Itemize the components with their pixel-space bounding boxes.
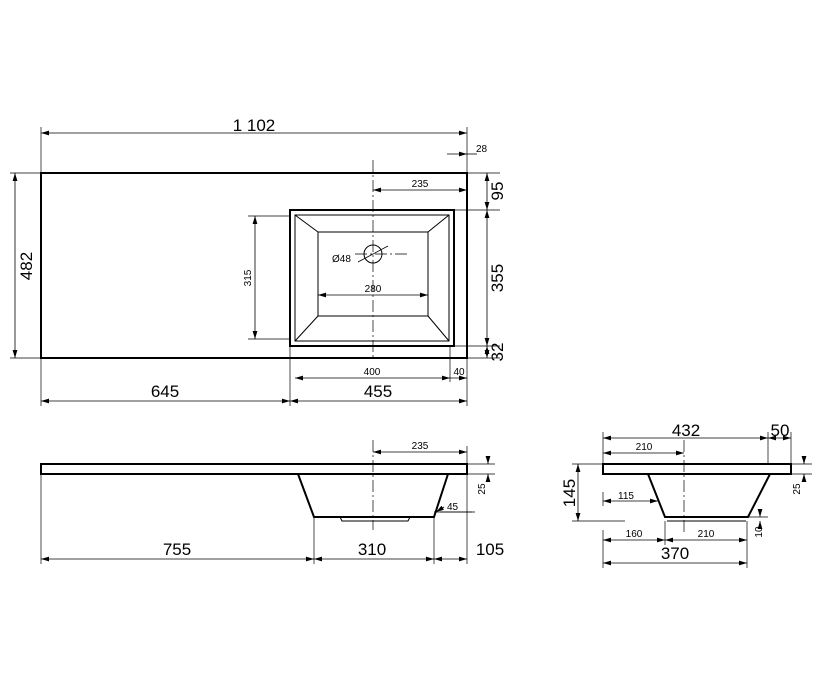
dim-front-hole-offset: 235	[412, 441, 429, 452]
countertop-outline	[40, 172, 468, 359]
bowl-outer-outline	[289, 209, 455, 347]
dim-side-depth: 432	[672, 421, 700, 440]
front-view: 235 25 45 755 310 105	[40, 440, 504, 564]
dim-side-bottom-width: 210	[698, 529, 715, 540]
dim-hole-offset: 235	[412, 179, 429, 190]
dim-side-overall-bottom: 370	[661, 544, 689, 563]
dim-inner-bowl-depth: 315	[243, 269, 254, 286]
dim-front-left-length: 755	[163, 540, 191, 559]
dim-right-length: 455	[364, 382, 392, 401]
dim-front-right-length: 105	[476, 540, 504, 559]
dim-bowl-width: 400	[364, 367, 381, 378]
front-bowl-profile	[297, 473, 449, 518]
top-view: 1 102 28 235 482 95 355 32 315 Ø48 28	[10, 116, 507, 406]
dim-side-slab-thickness: 25	[792, 483, 803, 495]
dim-overall-length: 1 102	[233, 116, 276, 135]
dim-rear-margin: 95	[488, 182, 507, 201]
dim-bowl-depth: 355	[488, 264, 507, 292]
dim-left-length: 645	[151, 382, 179, 401]
front-slab	[40, 463, 468, 475]
side-view: 432 50 210 145 25 115 10 160 210	[560, 421, 812, 568]
dim-front-bowl-length: 310	[358, 540, 386, 559]
dim-drain-diameter: Ø48	[332, 254, 351, 265]
dim-drain-size: 45	[447, 502, 459, 513]
bowl-rim-inner	[294, 214, 450, 342]
side-bowl-profile	[647, 473, 771, 518]
dim-side-hole-offset: 210	[636, 442, 653, 453]
dim-side-bottom-offset: 160	[626, 529, 643, 540]
dim-inner-bowl-width: 280	[365, 284, 382, 295]
dim-front-slab-thickness: 25	[477, 483, 488, 495]
dim-side-inner-offset: 115	[618, 491, 634, 502]
dim-front-margin: 32	[488, 343, 507, 362]
dim-right-margin: 40	[453, 367, 465, 378]
dim-side-total-height: 145	[560, 479, 579, 507]
side-slab	[602, 463, 792, 475]
dim-side-front-edge: 50	[771, 421, 790, 440]
dim-edge-offset: 28	[476, 144, 488, 155]
dim-overall-depth: 482	[17, 252, 36, 280]
dim-side-bottom-gap: 10	[754, 526, 765, 538]
